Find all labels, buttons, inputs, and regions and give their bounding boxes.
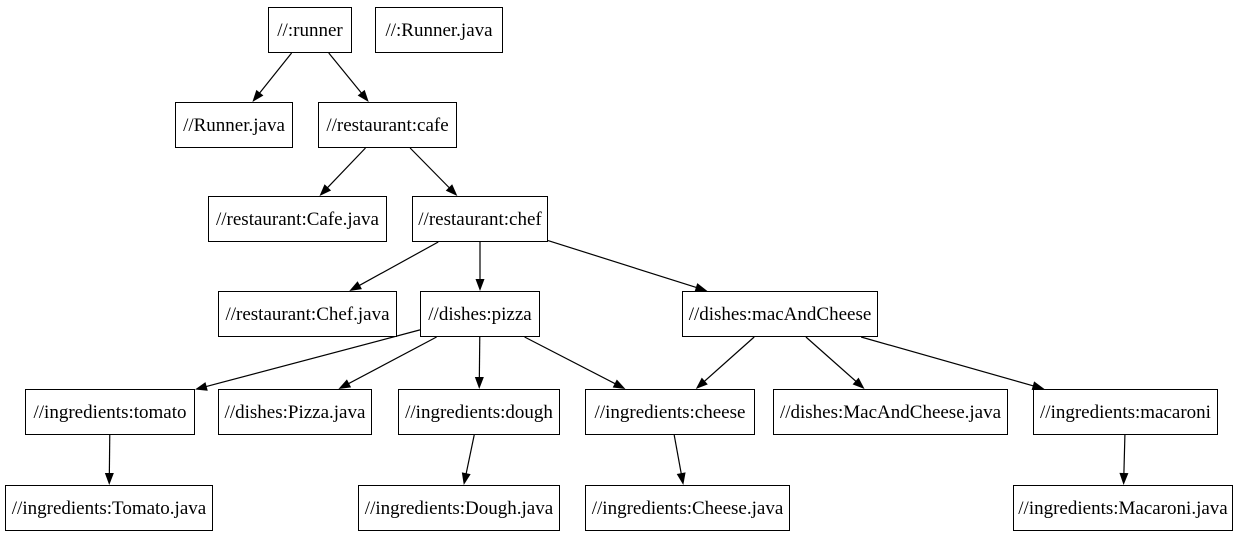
node-dough: //ingredients:dough: [398, 389, 560, 435]
node-cafe-java: //restaurant:Cafe.java: [208, 196, 387, 242]
edge-runner-to-cafe: [328, 52, 369, 102]
node-mac-and-cheese-java: //dishes:MacAndCheese.java: [773, 389, 1008, 435]
arrowhead: [252, 89, 264, 102]
edge-mac-and-cheese-to-mac-and-cheese-java: [805, 336, 865, 389]
edge-macaroni-to-macaroni-java: [1119, 434, 1129, 485]
arrowhead: [338, 379, 352, 389]
arrowhead: [104, 472, 114, 485]
arrowhead: [474, 376, 484, 389]
arrowhead: [357, 89, 369, 102]
arrowhead: [1031, 381, 1045, 391]
edge-pizza-to-cheese: [524, 336, 626, 389]
edge-tomato-to-tomato-java: [104, 434, 114, 485]
edge-runner-to-runner-java: [252, 52, 293, 102]
node-chef-java: //restaurant:Chef.java: [218, 291, 397, 337]
arrowhead: [349, 281, 362, 291]
node-pizza-java: //dishes:Pizza.java: [218, 389, 372, 435]
arrowhead: [195, 382, 208, 391]
edge-mac-and-cheese-to-cheese: [695, 336, 755, 389]
node-runner-java: //Runner.java: [175, 102, 293, 148]
edge-chef-to-mac-and-cheese: [547, 239, 708, 292]
edge-chef-to-pizza: [475, 242, 485, 291]
arrowhead: [445, 184, 458, 196]
node-chef: //restaurant:chef: [412, 196, 548, 242]
arrowhead: [475, 279, 485, 291]
node-macaroni-java: //ingredients:Macaroni.java: [1013, 485, 1233, 531]
node-tomato: //ingredients:tomato: [25, 389, 195, 435]
arrowhead: [1119, 472, 1129, 485]
node-cheese-java: //ingredients:Cheese.java: [585, 485, 790, 531]
edge-cafe-to-cafe-java: [319, 147, 366, 196]
arrowhead: [694, 283, 708, 292]
edge-cafe-to-chef: [409, 147, 458, 196]
node-cheese: //ingredients:cheese: [585, 389, 755, 435]
node-pizza: //dishes:pizza: [420, 291, 540, 337]
arrowhead: [461, 472, 471, 485]
node-cafe: //restaurant:cafe: [318, 102, 457, 148]
edge-pizza-to-dough: [474, 336, 484, 389]
edge-dough-to-dough-java: [461, 434, 475, 485]
node-dough-java: //ingredients:Dough.java: [358, 485, 560, 531]
node-tomato-java: //ingredients:Tomato.java: [5, 485, 213, 531]
arrowhead: [852, 377, 865, 389]
node-runner: //:runner: [268, 7, 352, 53]
node-mac-and-cheese: //dishes:macAndCheese: [682, 291, 878, 337]
edge-cheese-to-cheese-java: [673, 434, 686, 485]
edge-pizza-to-pizza-java: [338, 336, 437, 389]
edge-pizza-to-tomato: [195, 329, 421, 391]
edge-chef-to-chef-java: [349, 241, 439, 291]
node-macaroni: //ingredients:macaroni: [1033, 389, 1218, 435]
arrowhead: [695, 377, 708, 389]
arrowhead: [676, 472, 686, 485]
arrowhead: [319, 184, 332, 196]
node-runner-java-file: //:Runner.java: [375, 7, 503, 53]
arrowhead: [612, 379, 626, 389]
edge-mac-and-cheese-to-macaroni: [860, 336, 1045, 391]
